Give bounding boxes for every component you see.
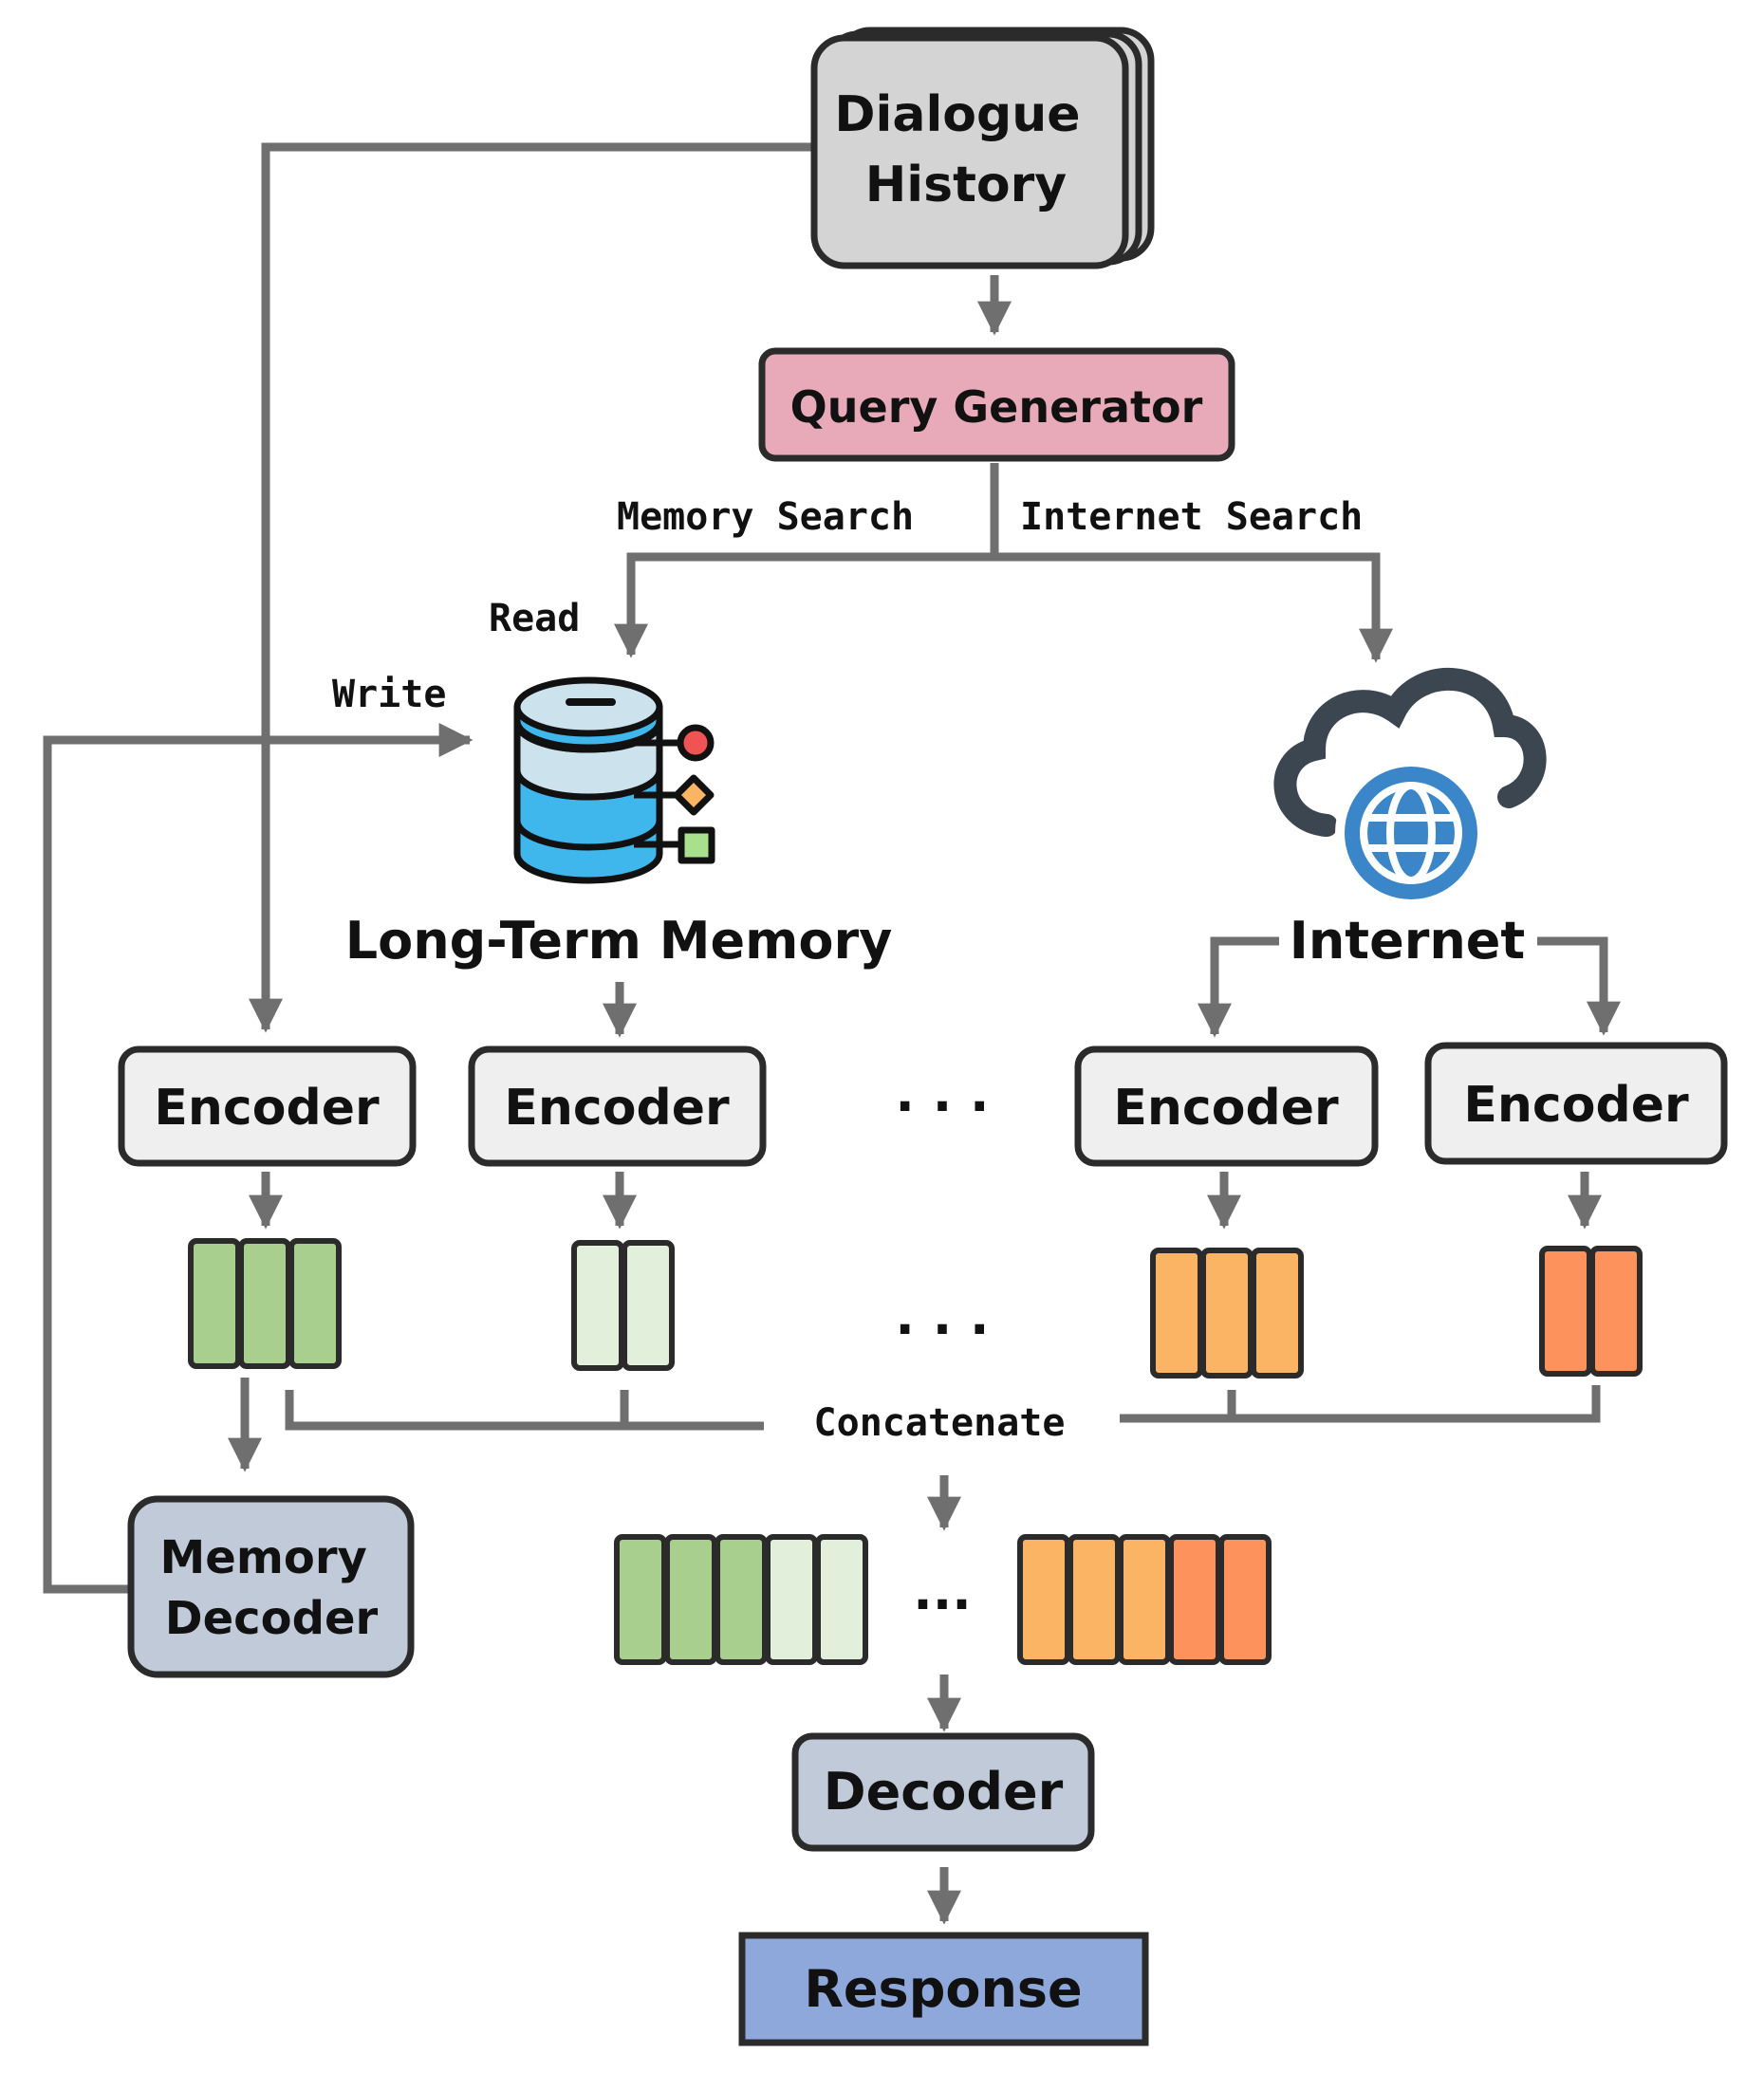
cloud-globe-icon	[1273, 667, 1547, 909]
edge-history-to-encoder-1	[249, 142, 816, 1033]
dialogue-history-line-2: History	[865, 157, 1067, 213]
embedding-group-2	[571, 1240, 675, 1371]
memory-search-label: Memory Search	[617, 495, 914, 539]
concat-bus-right	[1120, 1385, 1601, 1423]
response-label: Response	[804, 1959, 1082, 2019]
memory-decoder-line-2: Decoder	[165, 1592, 379, 1645]
edge-memory-decoder-write	[43, 723, 473, 1594]
merged-ellipsis: ···	[913, 1575, 972, 1635]
encoder-2-label: Encoder	[504, 1080, 730, 1137]
query-generator-node: Query Generator	[758, 347, 1235, 462]
edge-query-to-memory	[614, 552, 994, 658]
memory-decoder-node: Memory Decoder	[127, 1495, 415, 1678]
encoder-ellipsis: · · ·	[895, 1077, 989, 1137]
embedding-ellipsis: · · ·	[895, 1300, 989, 1360]
embedding-group-1	[188, 1238, 342, 1369]
encoder-3-label: Encoder	[1113, 1080, 1339, 1137]
database-icon	[513, 676, 715, 884]
decoder-node: Decoder	[791, 1732, 1095, 1852]
dialogue-history-node: Dialogue History	[810, 27, 1155, 269]
memory-decoder-line-1: Memory	[160, 1531, 367, 1584]
memory-decoder-label: Memory Decoder	[160, 1531, 383, 1645]
edge-internet-to-encoder-3	[1198, 936, 1279, 1038]
encoder-1-label: Encoder	[154, 1080, 380, 1137]
write-label: Write	[332, 673, 446, 716]
long-term-memory-label: Long-Term Memory	[345, 911, 893, 971]
connections	[43, 142, 1621, 1925]
dialogue-history-line-1: Dialogue	[834, 86, 1080, 143]
edge-internet-to-encoder-4	[1537, 936, 1621, 1036]
decoder-label: Decoder	[824, 1762, 1064, 1822]
concatenate-label: Concatenate	[814, 1401, 1066, 1445]
encoder-4-node: Encoder	[1424, 1042, 1728, 1165]
embedding-group-3	[1150, 1248, 1304, 1379]
query-generator-label: Query Generator	[790, 381, 1203, 433]
merged-embeddings-left	[614, 1534, 868, 1665]
encoder-2-node: Encoder	[468, 1046, 767, 1167]
internet-label: Internet	[1290, 911, 1525, 971]
edge-query-to-internet	[994, 552, 1393, 663]
encoder-4-label: Encoder	[1463, 1077, 1689, 1134]
read-label: Read	[489, 597, 580, 640]
dialogue-history-label: Dialogue History	[834, 86, 1097, 213]
encoder-3-node: Encoder	[1074, 1046, 1379, 1167]
merged-embeddings-right	[1017, 1534, 1272, 1665]
internet-search-label: Internet Search	[1020, 495, 1363, 539]
encoder-1-node: Encoder	[118, 1046, 417, 1167]
concat-bus-left	[285, 1390, 764, 1431]
embedding-group-4	[1539, 1246, 1643, 1377]
response-node: Response	[738, 1932, 1149, 2046]
